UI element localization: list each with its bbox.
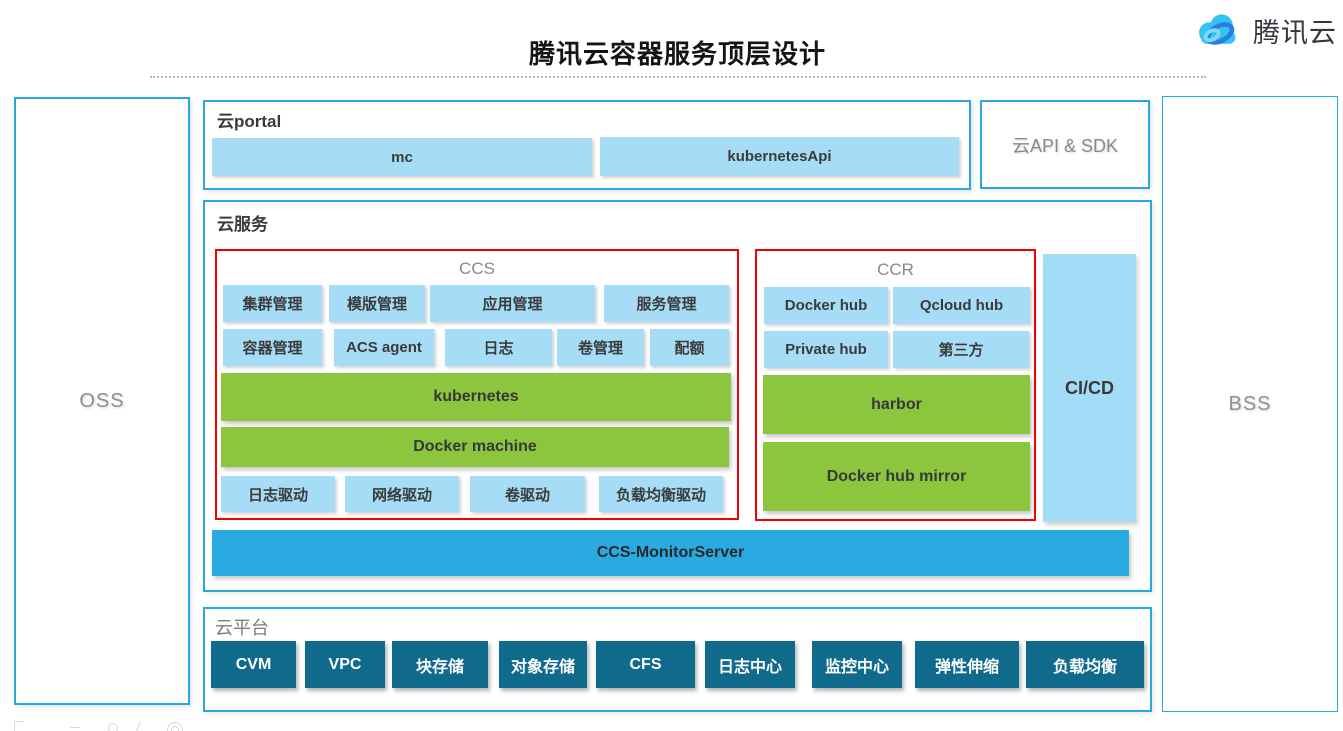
qcloud-hub-box: Qcloud hub (893, 287, 1030, 324)
cluster-management-box: 集群管理 (223, 285, 322, 322)
acs-agent-box: ACS agent (334, 329, 434, 366)
load-balancer-box: 负载均衡 (1026, 641, 1144, 688)
cloud-portal-label: 云portal (217, 112, 282, 131)
quota-box: 配额 (650, 329, 729, 366)
template-management-box: 模版管理 (329, 285, 425, 322)
container-management-box: 容器管理 (223, 329, 322, 366)
load-balancer-driver-box: 负载均衡驱动 (599, 476, 723, 512)
vpc-box: VPC (305, 641, 385, 688)
third-party-box: 第三方 (893, 331, 1029, 368)
private-hub-box: Private hub (764, 331, 888, 368)
kubernetes-api-box: kubernetesApi (600, 137, 959, 176)
network-driver-box: 网络驱动 (345, 476, 459, 512)
cloud-platform-panel: 云平台 CVM VPC 块存储 对象存储 CFS 日志中心 监控中心 弹性伸缩 … (203, 607, 1152, 712)
docker-hub-box: Docker hub (764, 287, 888, 324)
cvm-box: CVM (211, 641, 296, 688)
cloud-api-sdk-panel: 云API & SDK (980, 100, 1150, 189)
cloud-platform-label: 云平台 (215, 618, 269, 638)
tencent-cloud-logo-icon (1193, 10, 1245, 50)
tencent-cloud-logo: 腾讯云 (1193, 10, 1337, 50)
cutoff-artifacts (12, 718, 232, 731)
title-divider (150, 76, 1206, 78)
oss-panel: OSS (14, 97, 190, 705)
tencent-cloud-logo-text: 腾讯云 (1253, 17, 1337, 48)
log-box: 日志 (445, 329, 552, 366)
mc-box: mc (212, 138, 592, 176)
docker-hub-mirror-bar: Docker hub mirror (763, 442, 1030, 511)
ccs-monitor-server-bar: CCS-MonitorServer (212, 530, 1129, 576)
monitor-center-box: 监控中心 (812, 641, 902, 688)
ccr-group-label: CCR (877, 260, 914, 279)
ccr-group: CCR Docker hub Qcloud hub Private hub 第三… (755, 249, 1036, 521)
volume-driver-box: 卷驱动 (470, 476, 585, 512)
cloud-portal-panel: 云portal mc kubernetesApi (203, 100, 971, 190)
bss-panel: BSS (1162, 96, 1338, 712)
ccs-group-label: CCS (459, 259, 495, 278)
volume-management-box: 卷管理 (557, 329, 644, 366)
cloud-services-panel: 云服务 CCS 集群管理 模版管理 应用管理 服务管理 容器管理 ACS age… (203, 200, 1152, 592)
application-management-box: 应用管理 (430, 285, 595, 322)
log-center-box: 日志中心 (705, 641, 795, 688)
cloud-services-label: 云服务 (217, 215, 268, 234)
cfs-box: CFS (596, 641, 695, 688)
service-management-box: 服务管理 (604, 285, 729, 322)
ccs-group: CCS 集群管理 模版管理 应用管理 服务管理 容器管理 ACS agent 日… (215, 249, 739, 520)
cloud-api-sdk-label: 云API & SDK (1011, 135, 1119, 156)
cicd-bar: CI/CD (1043, 254, 1136, 522)
bss-label: BSS (1228, 392, 1272, 415)
harbor-bar: harbor (763, 375, 1030, 434)
auto-scaling-box: 弹性伸缩 (915, 641, 1019, 688)
object-storage-box: 对象存储 (499, 641, 587, 688)
oss-label: OSS (79, 389, 125, 412)
log-driver-box: 日志驱动 (221, 476, 335, 512)
kubernetes-bar: kubernetes (221, 373, 731, 421)
block-storage-box: 块存储 (392, 641, 488, 688)
docker-machine-bar: Docker machine (221, 427, 729, 467)
page-title: 腾讯云容器服务顶层设计 (528, 39, 826, 69)
